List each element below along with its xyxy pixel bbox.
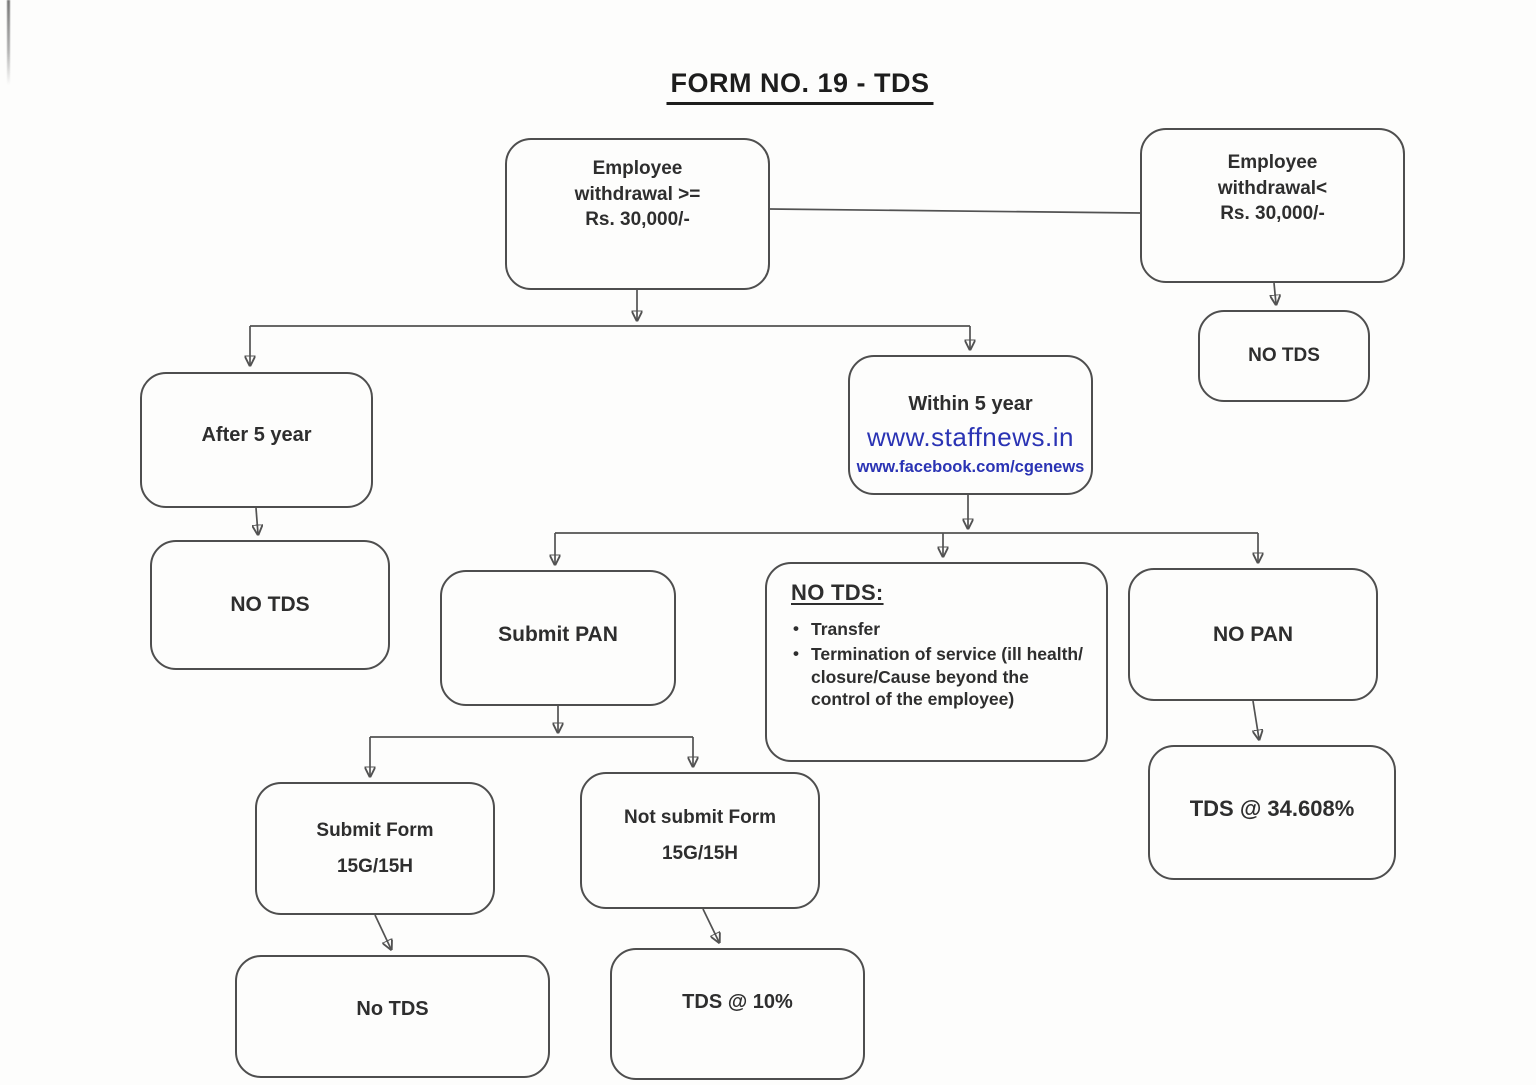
node-text-line: Employee (1227, 152, 1318, 173)
node-text-line: Submit Form (316, 820, 434, 842)
node-not-submit-form-15g-15h: Not submit Form 15G/15H (580, 772, 820, 909)
node-no-pan: NO PAN (1128, 568, 1378, 701)
node-employee-withdrawal-ge-30000: Employee withdrawal >= Rs. 30,000/- (505, 138, 770, 290)
node-text-line: Not submit Form (624, 807, 776, 829)
node-label: TDS @ 10% (682, 990, 793, 1013)
node-label: No TDS (356, 998, 429, 1020)
node-tds-10: TDS @ 10% (610, 948, 865, 1080)
connector-top-horizontal (769, 208, 1141, 214)
connector-after5-to-notds (256, 507, 258, 534)
page-title: FORM NO. 19 - TDS (666, 68, 934, 105)
node-text-line: Employee (592, 158, 683, 179)
node-tds-34-608: TDS @ 34.608% (1148, 745, 1396, 880)
node-within-5-year: Within 5 year www.staffnews.in www.faceb… (848, 355, 1093, 495)
node-text-line: 15G/15H (661, 842, 739, 864)
node-label: NO PAN (1212, 622, 1294, 646)
node-submit-pan: Submit PAN (440, 570, 676, 706)
node-text-line: withdrawal< (1217, 177, 1328, 199)
node-label: NO TDS (230, 593, 310, 616)
node-no-tds-right: NO TDS (1198, 310, 1370, 402)
watermark-facebook-url: www.facebook.com/cgenews (856, 458, 1085, 476)
node-text-line: Rs. 30,000/- (1220, 203, 1325, 225)
node-no-tds-after5: NO TDS (150, 540, 390, 670)
node-label: NO TDS (1248, 345, 1320, 366)
connector-lt-to-notds (1274, 282, 1276, 304)
reason-text: Termination of service (ill health/ clos… (811, 644, 1083, 710)
reason-item-termination: Termination of service (ill health/ clos… (791, 643, 1092, 710)
scan-artifact-line (7, 0, 10, 85)
node-no-tds-reasons: NO TDS: Transfer Termination of service … (765, 562, 1108, 762)
node-text-line: Rs. 30,000/- (585, 209, 690, 231)
node-submit-form-15g-15h: Submit Form 15G/15H (255, 782, 495, 915)
node-label: After 5 year (201, 423, 312, 446)
node-label: TDS @ 34.608% (1189, 795, 1355, 821)
node-after-5-year: After 5 year (140, 372, 373, 508)
connector-submitform-to-notds (374, 914, 391, 949)
node-employee-withdrawal-lt-30000: Employee withdrawal< Rs. 30,000/- (1140, 128, 1405, 283)
connector-nopan-to-tds34 (1253, 700, 1259, 739)
node-no-tds-bottom: No TDS (235, 955, 550, 1078)
watermark-staffnews-url: www.staffnews.in (867, 422, 1074, 452)
reason-item-transfer: Transfer (791, 618, 1092, 640)
connector-notsubmit-to-tds10 (702, 908, 719, 942)
node-text-line: 15G/15H (336, 855, 414, 877)
no-tds-reasons-heading: NO TDS: (791, 580, 884, 605)
no-tds-reasons-list: Transfer Termination of service (ill hea… (791, 618, 1092, 714)
node-label: Within 5 year (908, 393, 1033, 415)
reason-text: Transfer (811, 619, 881, 639)
node-label: Submit PAN (498, 623, 618, 646)
node-text-line: withdrawal >= (574, 183, 701, 205)
